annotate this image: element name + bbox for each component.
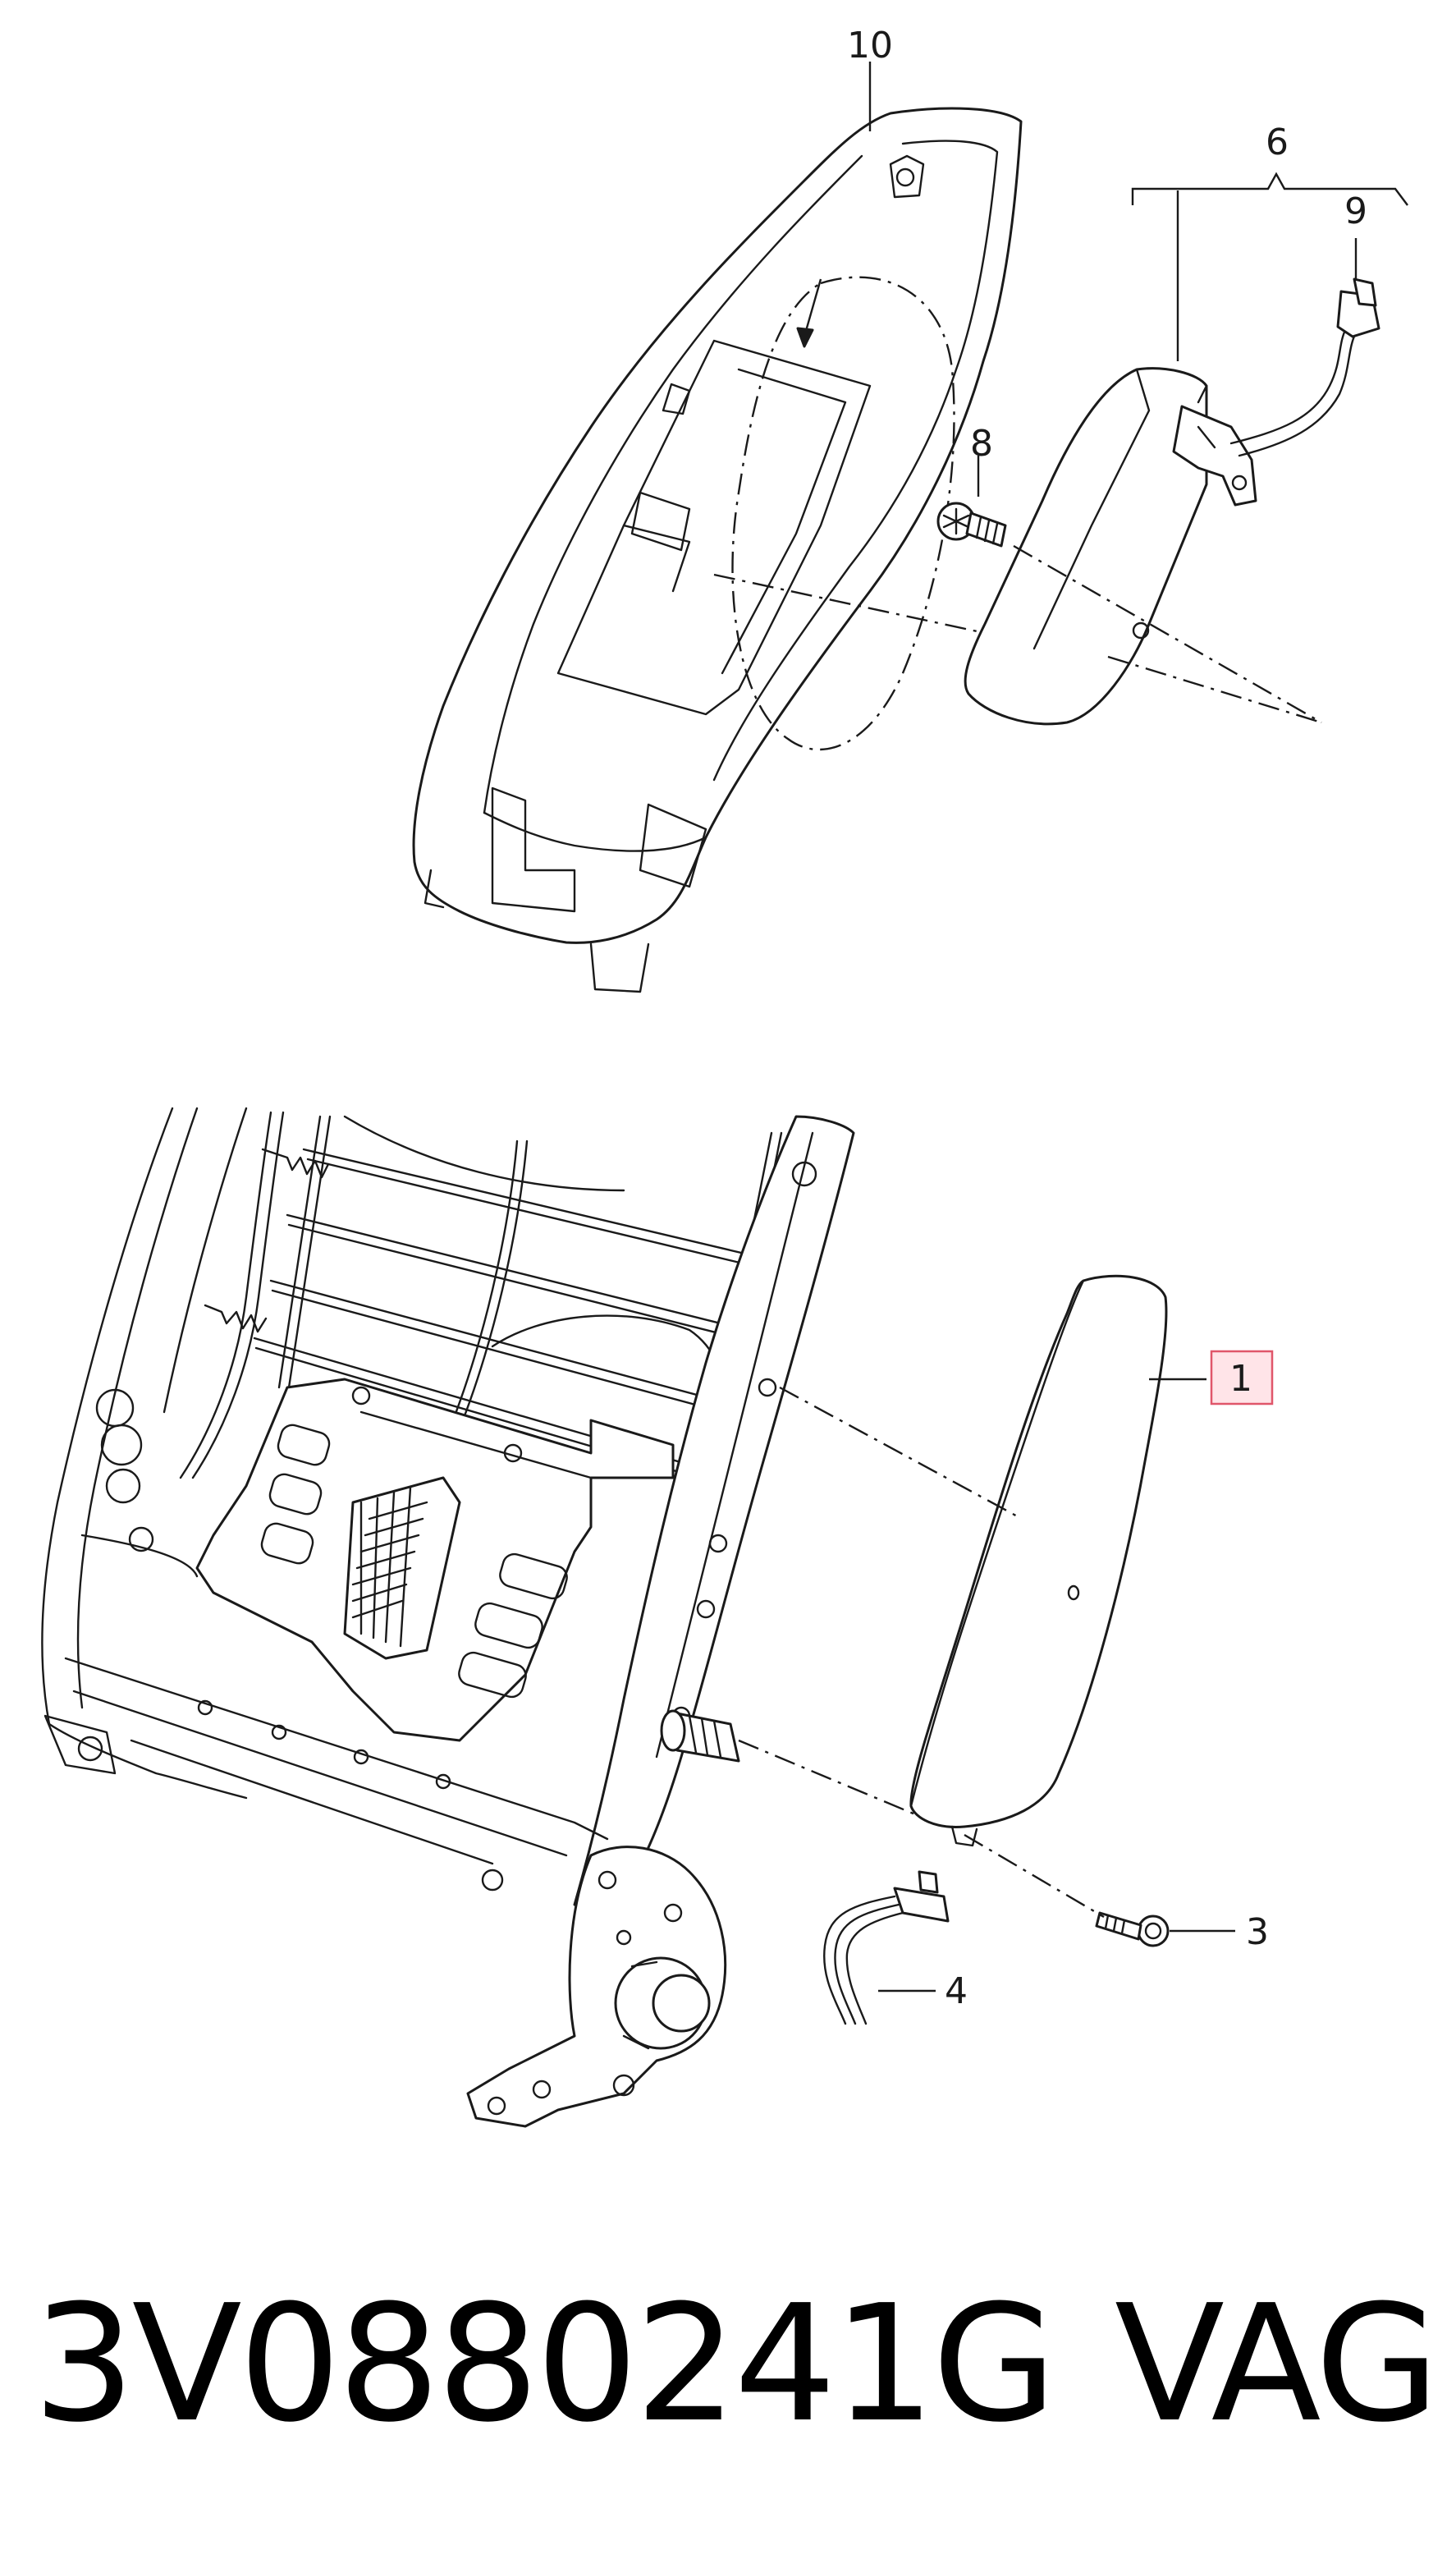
side-airbag-module: [964, 367, 1257, 726]
part-number: 3V0880241G: [33, 2271, 1057, 2458]
alignment-line: [964, 1833, 1105, 1919]
callout-6-leader: [1131, 172, 1408, 361]
alignment-line: [713, 573, 982, 634]
airbag-wiring-harness: [823, 1870, 950, 2025]
side-airbag-pad: [909, 1274, 1168, 1847]
callout-8: 8: [970, 423, 993, 465]
torx-bolt: [936, 502, 1007, 548]
callout-4: 4: [945, 1970, 968, 2012]
backrest-side-trim: [412, 107, 1023, 993]
shoulder-bolt: [1095, 1911, 1170, 1947]
callout-9: 9: [1344, 190, 1367, 232]
callout-1-highlight: [1210, 1350, 1274, 1406]
alignment-line: [1107, 655, 1322, 724]
alignment-line: [779, 1386, 1023, 1520]
brand-name: VAG: [1115, 2271, 1440, 2458]
alignment-line: [738, 1739, 916, 1816]
callout-10: 10: [847, 25, 893, 66]
callout-3: 3: [1246, 1911, 1269, 1953]
airbag-harness-connector: [1229, 277, 1380, 457]
installation-path-dashed: [731, 276, 955, 751]
callout-1: 1: [1229, 1358, 1252, 1400]
alignment-line: [1013, 544, 1322, 724]
seat-backrest-frame: [41, 1107, 855, 2128]
callout-6: 6: [1266, 122, 1289, 163]
